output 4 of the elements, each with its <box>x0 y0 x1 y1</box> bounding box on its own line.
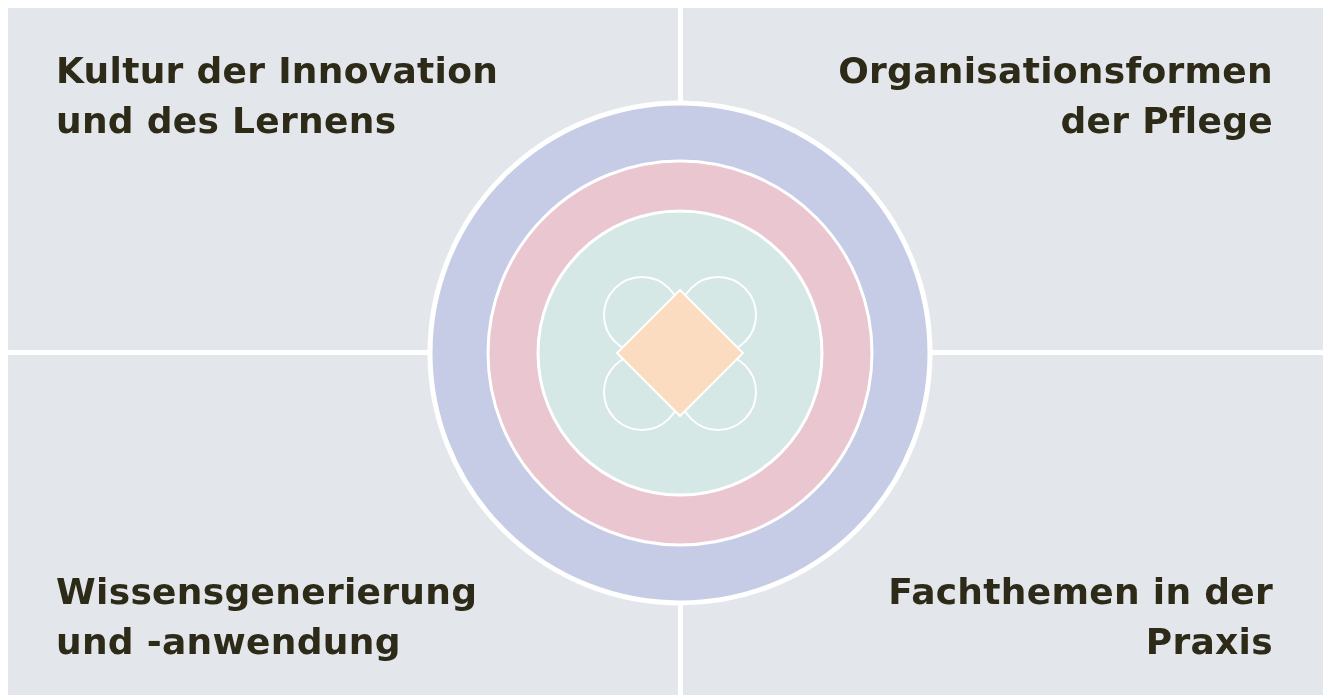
quadrant-heading: Organisationsformen der Pflege <box>837 49 1273 143</box>
quadrant-heading: Kultur der Innovation und des Lernens <box>56 49 500 143</box>
quadrant-heading: Wissensgenerierung und -anwendung <box>56 570 479 664</box>
quadrant-heading: Fachthemen in der Praxis <box>887 570 1273 664</box>
